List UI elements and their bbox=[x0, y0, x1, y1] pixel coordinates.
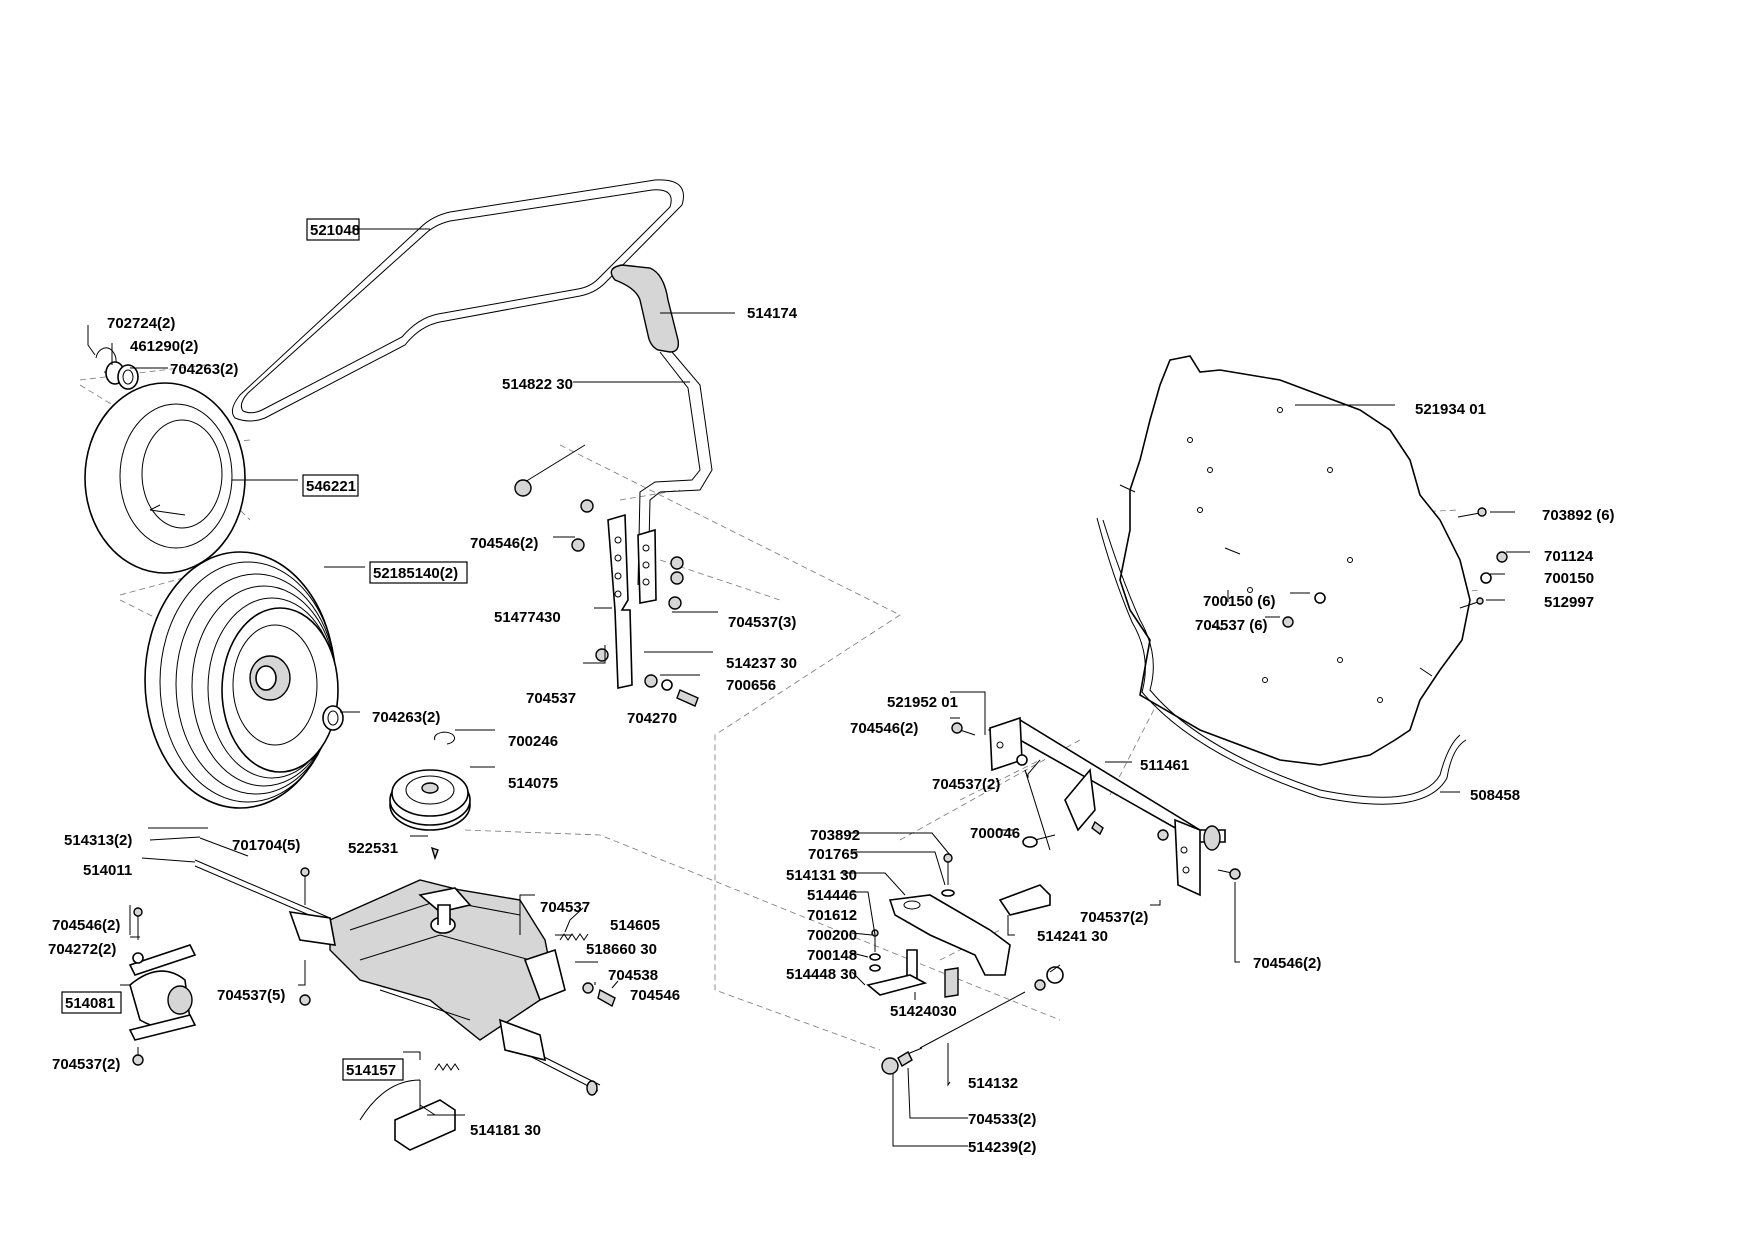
part-label: 704537(5) bbox=[217, 987, 285, 1004]
part-label: 704546(2) bbox=[1253, 955, 1321, 972]
part-label: 514181 30 bbox=[470, 1122, 541, 1139]
pulley-icon bbox=[389, 731, 471, 861]
part-label: 514132 bbox=[968, 1075, 1018, 1092]
part-label: 461290(2) bbox=[130, 338, 198, 355]
part-label: 704546(2) bbox=[52, 917, 120, 934]
part-label: 514237 30 bbox=[726, 655, 797, 672]
part-label: 700046 bbox=[970, 825, 1020, 842]
pedal-bracket-icon bbox=[514, 444, 699, 707]
part-label: 704537 bbox=[540, 899, 590, 916]
part-label: 521048 bbox=[310, 222, 360, 239]
part-label: 701765 bbox=[808, 846, 858, 863]
part-label: 514174 bbox=[747, 305, 798, 322]
part-label: 514075 bbox=[508, 775, 558, 792]
boxed-label-514157: 514157 bbox=[342, 1058, 404, 1081]
part-label: 704272(2) bbox=[48, 941, 116, 958]
part-label: 51424030 bbox=[890, 1003, 957, 1020]
leader-lines bbox=[87, 228, 1530, 1147]
part-label: 704537(2) bbox=[1080, 909, 1148, 926]
part-label: 508458 bbox=[1470, 787, 1520, 804]
part-label: 704537(3) bbox=[728, 614, 796, 631]
part-labels: 521048 514174 702724(2) 461290(2) 704263… bbox=[48, 218, 1615, 1156]
part-label: 700200 bbox=[807, 927, 857, 944]
transaxle-icon bbox=[194, 837, 616, 1151]
part-label: 514011 bbox=[83, 862, 132, 879]
part-label: 514081 bbox=[65, 995, 115, 1012]
boxed-label-514081: 514081 bbox=[61, 991, 122, 1014]
part-label: 704546 bbox=[630, 987, 680, 1004]
part-label: 51477430 bbox=[494, 609, 561, 626]
part-label: 701124 bbox=[1544, 548, 1594, 565]
foot-plate-icon bbox=[1096, 355, 1508, 805]
part-label: 700150 (6) bbox=[1203, 593, 1276, 610]
part-label: 514241 30 bbox=[1037, 928, 1108, 945]
part-label: 514822 30 bbox=[502, 376, 573, 393]
part-label: 702724(2) bbox=[107, 315, 175, 332]
part-label: 700656 bbox=[726, 677, 776, 694]
part-label: 52185140(2) bbox=[373, 565, 458, 582]
part-label: 522531 bbox=[348, 840, 398, 857]
part-label: 518660 30 bbox=[586, 941, 657, 958]
part-label: 704263(2) bbox=[170, 361, 238, 378]
part-label: 704263(2) bbox=[372, 709, 440, 726]
tyre-icon bbox=[84, 347, 246, 574]
boxed-label-546221: 546221 bbox=[302, 474, 359, 497]
part-label: 514313(2) bbox=[64, 832, 132, 849]
boxed-label-52185140: 52185140(2) bbox=[369, 561, 468, 584]
part-label: 521934 01 bbox=[1415, 401, 1486, 418]
boxed-label-521048: 521048 bbox=[306, 218, 360, 241]
part-label: 704537(2) bbox=[932, 776, 1000, 793]
part-label: 704537 (6) bbox=[1195, 617, 1268, 634]
pedal-rod-icon bbox=[866, 716, 1241, 1075]
part-label: 514239(2) bbox=[968, 1139, 1036, 1156]
part-label: 704537(2) bbox=[52, 1056, 120, 1073]
shift-lever-icon bbox=[610, 264, 713, 586]
part-label: 700150 bbox=[1544, 570, 1594, 587]
drive-belt-icon bbox=[231, 179, 684, 422]
part-label: 703892 (6) bbox=[1542, 507, 1615, 524]
part-label: 701612 bbox=[807, 907, 857, 924]
part-label: 514448 30 bbox=[786, 966, 857, 983]
axle-bracket-icon bbox=[128, 907, 197, 1066]
part-label: 514131 30 bbox=[786, 867, 857, 884]
part-label: 704537 bbox=[526, 690, 576, 707]
part-label: 514446 bbox=[807, 887, 857, 904]
wheel-icon bbox=[144, 551, 344, 809]
part-label: 704546(2) bbox=[470, 535, 538, 552]
part-label: 514157 bbox=[346, 1062, 396, 1079]
part-label: 700148 bbox=[807, 947, 857, 964]
part-label: 514605 bbox=[610, 917, 660, 934]
part-label: 511461 bbox=[1140, 757, 1189, 774]
part-label: 701704(5) bbox=[232, 837, 300, 854]
part-label: 704538 bbox=[608, 967, 658, 984]
part-label: 703892 bbox=[810, 827, 860, 844]
part-label: 700246 bbox=[508, 733, 558, 750]
part-label: 704270 bbox=[627, 710, 677, 727]
part-label: 521952 01 bbox=[887, 694, 958, 711]
part-label: 704546(2) bbox=[850, 720, 918, 737]
part-label: 546221 bbox=[306, 478, 356, 495]
part-label: 704533(2) bbox=[968, 1111, 1036, 1128]
part-label: 512997 bbox=[1544, 594, 1594, 611]
